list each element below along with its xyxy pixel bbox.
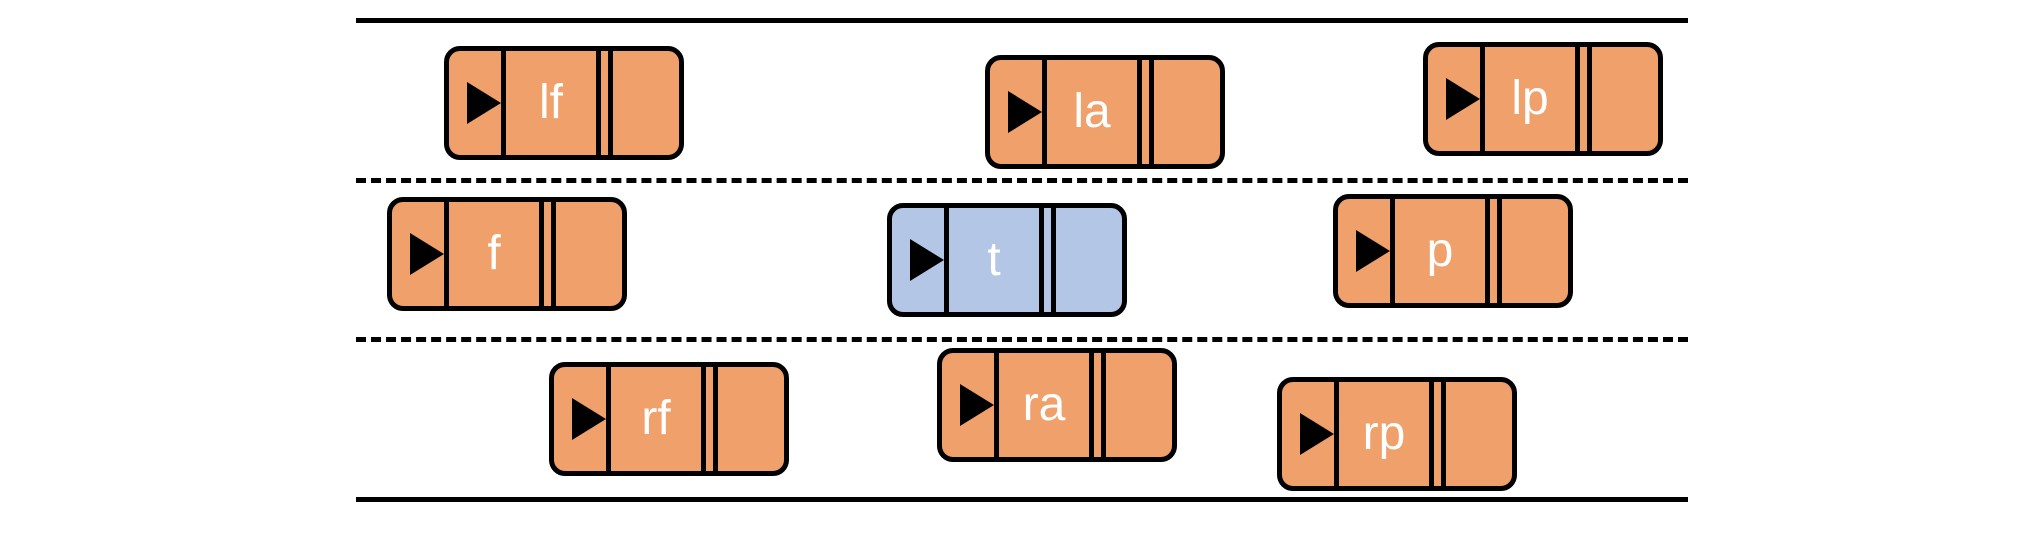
heading-arrow-icon (960, 384, 994, 426)
vehicle-label: lf (539, 76, 563, 129)
vehicle-label: t (987, 233, 1001, 286)
vehicle-label: lp (1511, 72, 1549, 125)
road-bottom-edge (356, 497, 1688, 502)
vehicle-rp: rp (1277, 377, 1517, 491)
vehicle-la: la (985, 55, 1225, 169)
heading-arrow-icon (1008, 91, 1042, 133)
vehicle-lp: lp (1423, 42, 1663, 156)
vehicle-label: rp (1362, 407, 1406, 460)
heading-arrow-icon (1356, 230, 1390, 272)
heading-arrow-icon (410, 233, 444, 275)
vehicle-label: f (487, 227, 501, 280)
lane-divider-upper (356, 178, 1688, 183)
vehicle-label: p (1426, 224, 1454, 277)
vehicle-t: t (887, 203, 1127, 317)
vehicle-ra: ra (937, 348, 1177, 462)
vehicle-rf: rf (549, 362, 789, 476)
lane-divider-lower (356, 337, 1688, 342)
vehicle-label: rf (641, 392, 671, 445)
vehicle-p: p (1333, 194, 1573, 308)
vehicle-lf: lf (444, 46, 684, 160)
heading-arrow-icon (572, 398, 606, 440)
heading-arrow-icon (910, 239, 944, 281)
vehicle-f: f (387, 197, 627, 311)
heading-arrow-icon (1300, 413, 1334, 455)
heading-arrow-icon (1446, 78, 1480, 120)
road-top-edge (356, 18, 1688, 23)
vehicle-label: la (1073, 85, 1111, 138)
heading-arrow-icon (467, 82, 501, 124)
vehicle-label: ra (1022, 378, 1066, 431)
